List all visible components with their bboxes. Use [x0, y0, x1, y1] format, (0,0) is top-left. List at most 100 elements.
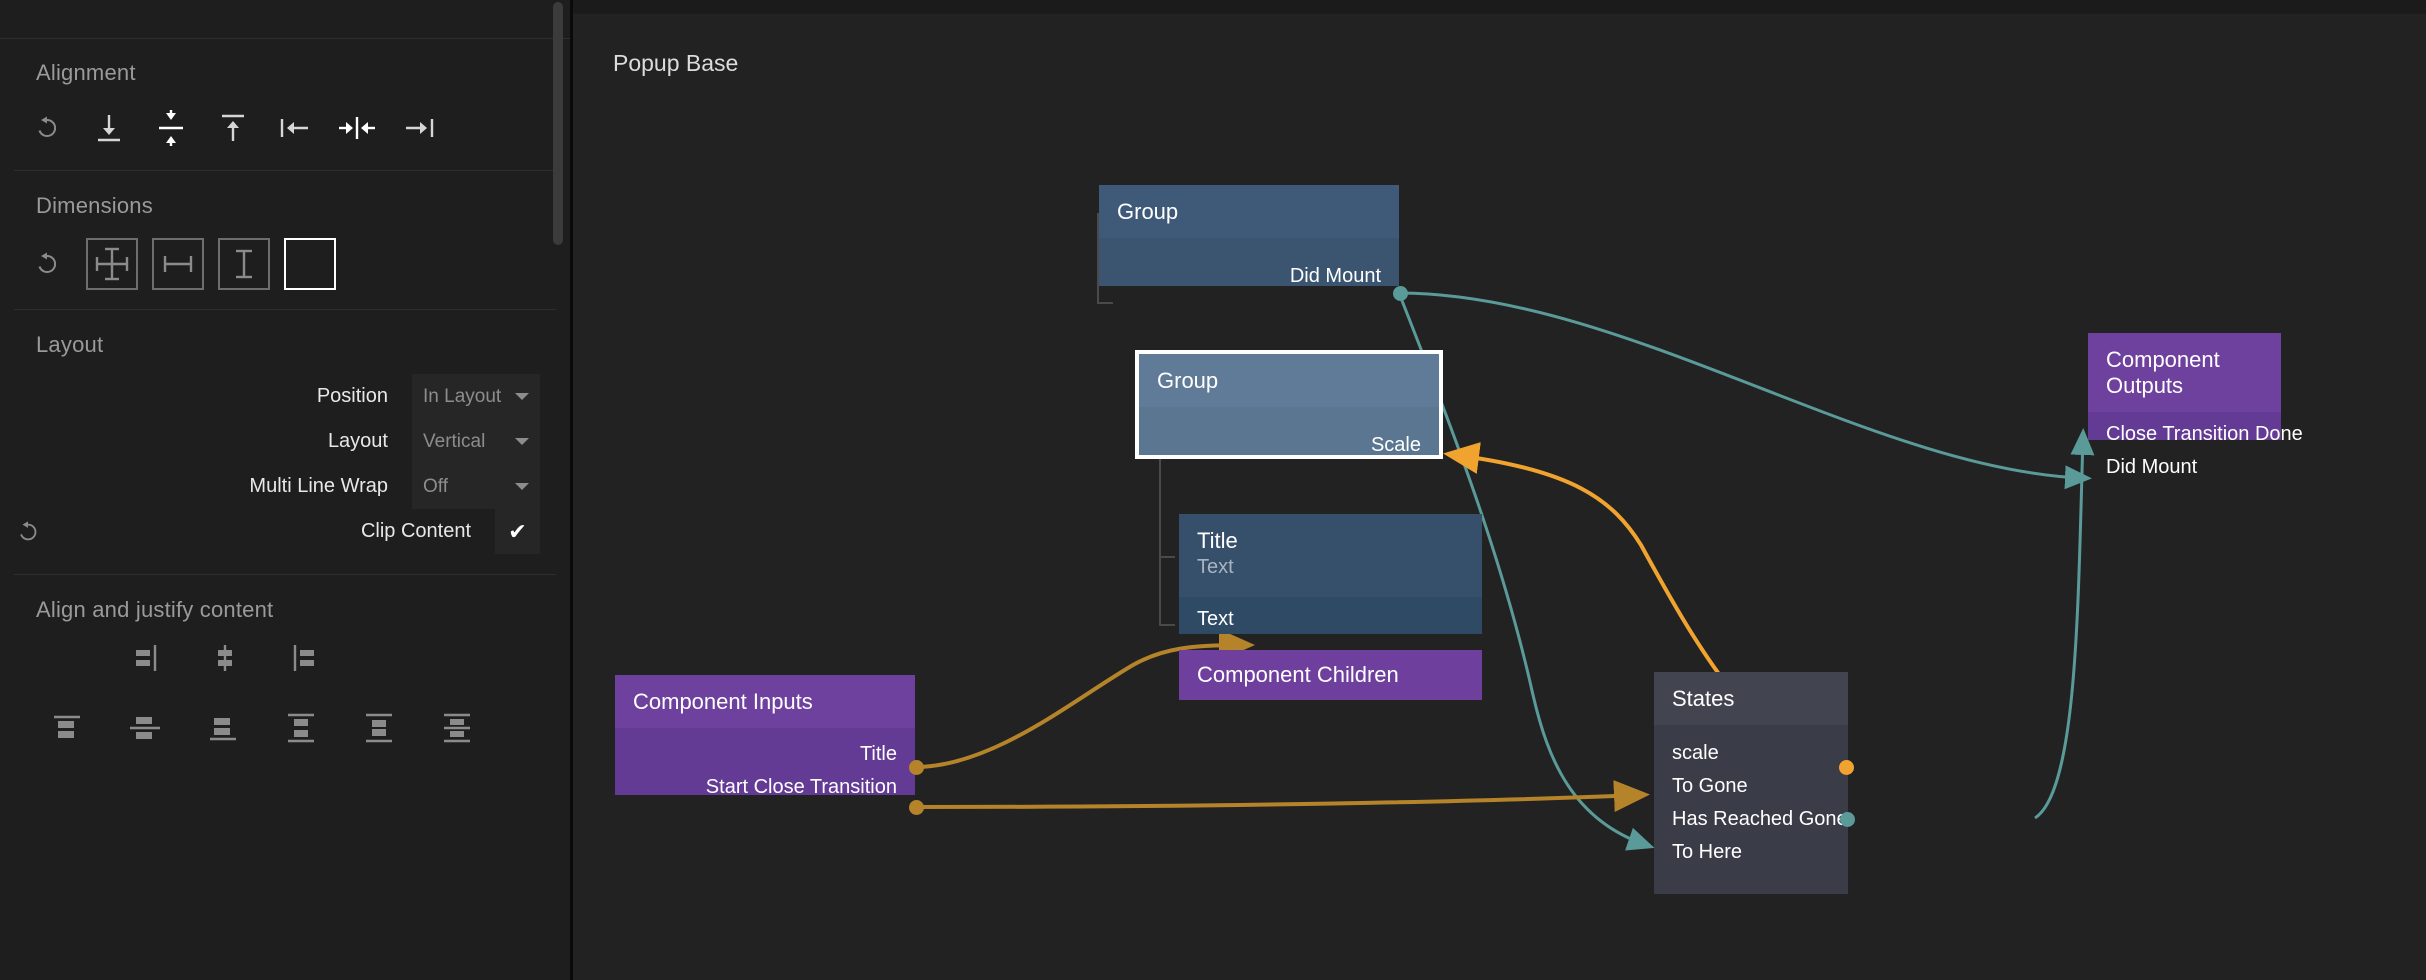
node-component-outputs[interactable]: Component Outputs Close Transition Done … — [2088, 333, 2303, 478]
node-title-text[interactable]: Title Text Text — [1179, 514, 1482, 634]
node-title: Group — [1139, 354, 1439, 407]
justify-start-icon[interactable] — [108, 627, 186, 689]
field-label-layout: Layout — [327, 430, 388, 452]
reset-icon[interactable] — [16, 233, 78, 295]
node-title: Component Outputs — [2088, 333, 2281, 412]
position-select[interactable]: In Layout — [412, 374, 540, 419]
layout-select[interactable]: Vertical — [412, 419, 540, 464]
align-content-center-icon[interactable] — [106, 697, 184, 759]
port-scale[interactable]: Scale — [1370, 434, 1421, 456]
size-height-icon[interactable] — [218, 238, 270, 290]
section-title-align-justify: Align and justify content — [36, 597, 274, 622]
node-title: Component Inputs — [615, 675, 915, 728]
node-group-inner[interactable]: Group Scale — [1135, 350, 1443, 459]
tree-line-branch — [1159, 556, 1175, 558]
node-graph-canvas[interactable]: Popup Base — [573, 0, 2426, 980]
align-right-icon[interactable] — [388, 97, 450, 159]
field-clip-content: Clip Content ✔ — [0, 509, 570, 554]
justify-center-icon[interactable] — [186, 627, 264, 689]
port-did-mount-in[interactable]: Did Mount — [2106, 456, 2198, 478]
node-component-inputs[interactable]: Component Inputs Title Start Close Trans… — [615, 675, 915, 798]
graph-title: Popup Base — [613, 50, 739, 76]
align-bottom-icon[interactable] — [78, 97, 140, 159]
port-dot-has-reached-gone[interactable] — [1840, 812, 1855, 827]
align-content-space-evenly-icon[interactable] — [418, 697, 496, 759]
port-did-mount[interactable]: Did Mount — [1289, 265, 1381, 287]
port-title[interactable]: Title — [859, 743, 897, 765]
reset-icon[interactable] — [16, 97, 78, 159]
size-width-icon[interactable] — [152, 238, 204, 290]
section-dimensions: Dimensions — [0, 171, 570, 309]
align-horizontal-center-icon[interactable] — [326, 97, 388, 159]
node-ports: Text — [1179, 597, 1482, 652]
port-dot-did-mount[interactable] — [1393, 286, 1408, 301]
edge-didmount-to-outputs — [1398, 291, 2092, 490]
port-dot-start-close-transition[interactable] — [909, 800, 924, 815]
port-dot-scale-in[interactable] — [1839, 760, 1854, 775]
position-select-value: In Layout — [423, 385, 502, 407]
tree-line-branch — [1097, 302, 1113, 304]
node-component-children[interactable]: Component Children — [1179, 650, 1482, 700]
chevron-down-icon — [515, 483, 529, 490]
field-label-multi-line-wrap: Multi Line Wrap — [249, 475, 388, 497]
inspector-panel: Alignment — [0, 0, 573, 980]
layout-select-value: Vertical — [423, 430, 486, 452]
divider-after-alignment — [14, 170, 556, 171]
section-layout: Layout Position In Layout Layout Vertica… — [0, 310, 570, 574]
inspector-divider — [0, 38, 570, 39]
align-content-space-between-icon[interactable] — [262, 697, 340, 759]
chevron-down-icon — [515, 438, 529, 445]
alignment-icon-row — [0, 86, 570, 170]
section-align-justify: Align and justify content — [0, 575, 570, 763]
section-alignment: Alignment — [0, 38, 570, 170]
inspector-scrollbar[interactable] — [553, 2, 563, 245]
port-scale-in[interactable]: scale — [1672, 742, 1719, 764]
section-title-dimensions: Dimensions — [36, 193, 153, 218]
inspector-top-strip — [0, 0, 570, 38]
align-content-start-icon[interactable] — [28, 697, 106, 759]
align-top-icon[interactable] — [202, 97, 264, 159]
node-ports: Title Start Close Transition — [615, 728, 915, 820]
align-content-end-icon[interactable] — [184, 697, 262, 759]
align-content-space-around-icon[interactable] — [340, 697, 418, 759]
port-to-here[interactable]: To Here — [1672, 841, 1743, 863]
node-ports: Did Mount — [1099, 238, 1399, 309]
field-position: Position In Layout — [0, 374, 570, 419]
port-text[interactable]: Text — [1197, 608, 1234, 630]
port-has-reached-gone[interactable]: Has Reached Gone — [1672, 808, 1848, 830]
align-content-row — [0, 693, 570, 763]
align-vertical-center-icon[interactable] — [140, 97, 202, 159]
tree-line-vertical — [1159, 385, 1161, 626]
node-ports: scale To Gone Has Reached Gone To Here — [1654, 725, 1848, 885]
multi-line-wrap-select-value: Off — [423, 475, 448, 497]
node-ports: Close Transition Done Did Mount — [2088, 412, 2303, 500]
tree-line-vertical — [1097, 213, 1099, 304]
port-start-close-transition[interactable]: Start Close Transition — [705, 776, 897, 798]
graph-top-bar — [573, 0, 2426, 14]
port-dot-title[interactable] — [909, 760, 924, 775]
size-fixed-icon[interactable] — [284, 238, 336, 290]
justify-end-icon[interactable] — [264, 627, 342, 689]
field-layout: Layout Vertical — [0, 419, 570, 464]
section-title-alignment: Alignment — [36, 60, 136, 85]
port-to-gone[interactable]: To Gone — [1672, 775, 1748, 797]
node-title: Group — [1099, 185, 1399, 238]
size-both-icon[interactable] — [86, 238, 138, 290]
node-title: Title — [1197, 528, 1238, 553]
node-group-outer[interactable]: Group Did Mount — [1099, 185, 1399, 287]
node-states[interactable]: States scale To Gone Has Reached Gone To… — [1654, 672, 1848, 894]
node-header: Title Text — [1179, 514, 1482, 597]
node-ports: Scale — [1139, 407, 1439, 478]
clip-content-checkbox[interactable]: ✔ — [495, 509, 540, 554]
tree-line-branch — [1159, 624, 1175, 626]
dimensions-icon-row — [0, 219, 570, 309]
divider-after-dimensions — [14, 309, 556, 310]
edge-startclose-to-togone — [914, 780, 1650, 813]
reset-icon[interactable] — [0, 520, 56, 544]
node-title: Component Children — [1197, 662, 1399, 687]
checkmark-icon: ✔ — [508, 518, 527, 544]
align-left-icon[interactable] — [264, 97, 326, 159]
multi-line-wrap-select[interactable]: Off — [412, 464, 540, 509]
port-close-transition-done[interactable]: Close Transition Done — [2106, 423, 2303, 445]
